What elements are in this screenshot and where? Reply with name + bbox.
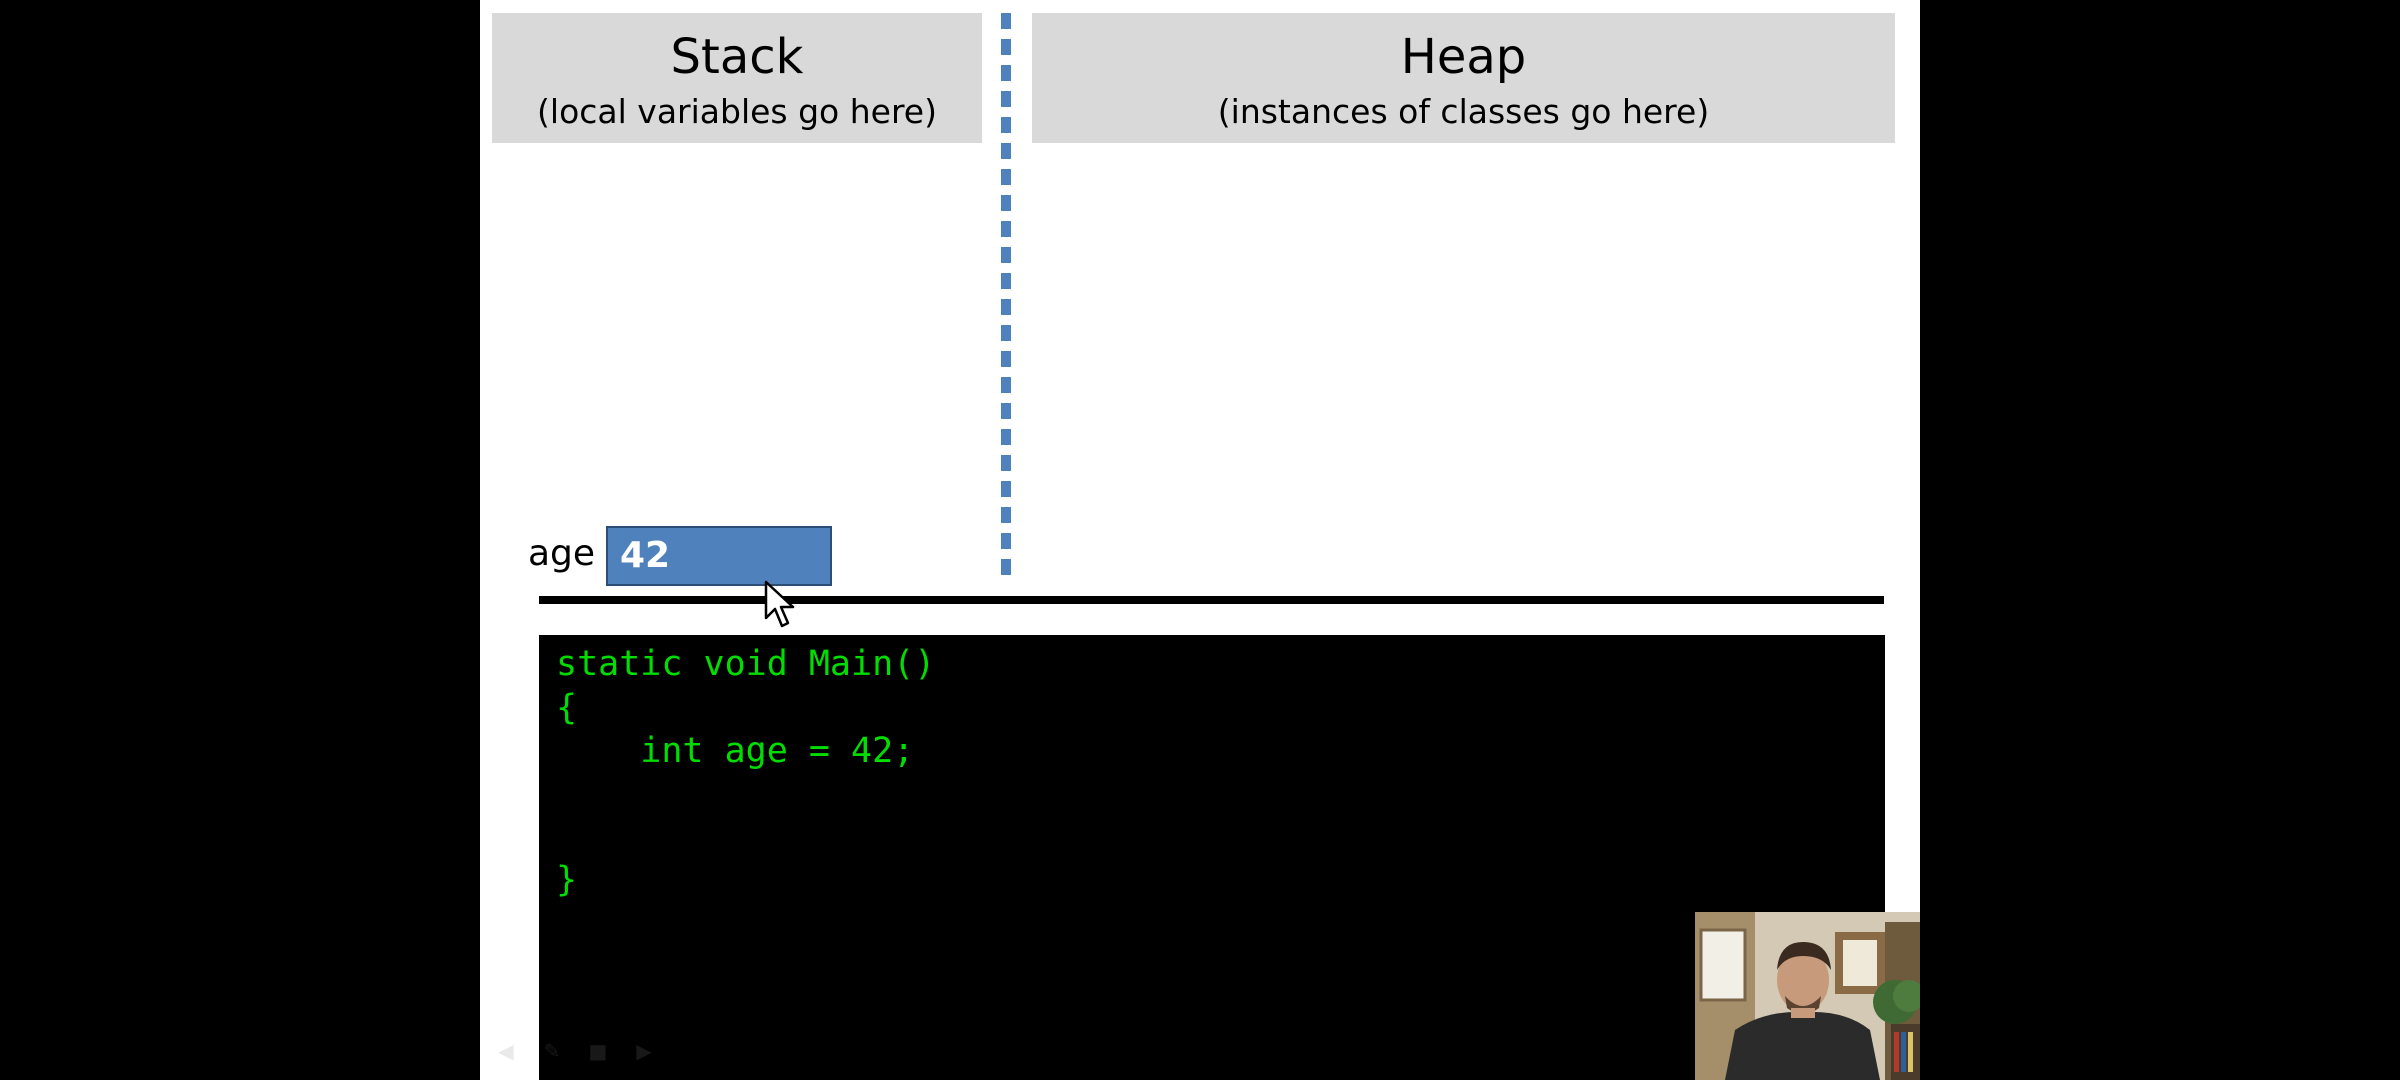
arrow-left-icon[interactable]: ◀	[498, 1039, 514, 1063]
code-line: static void Main()	[556, 644, 936, 684]
stack-subtitle: (local variables go here)	[537, 92, 937, 131]
code-line: }	[556, 860, 578, 900]
slide-nav-controls: ◀ ✎ ■ ▶	[490, 1040, 660, 1062]
variable-name-label: age	[528, 533, 596, 574]
menu-icon[interactable]: ■	[588, 1039, 608, 1063]
stack-header: Stack (local variables go here)	[492, 13, 982, 143]
code-line: {	[556, 688, 578, 728]
presentation-slide: Stack (local variables go here) Heap (in…	[480, 0, 1920, 1080]
variable-value: 42	[620, 535, 671, 576]
stack-baseline	[539, 596, 1884, 604]
stack-heap-divider	[1001, 13, 1011, 585]
presenter-video-image	[1695, 912, 1920, 1080]
stack-title: Stack	[670, 29, 804, 85]
heap-title: Heap	[1400, 29, 1527, 85]
arrow-right-icon[interactable]: ▶	[636, 1039, 652, 1063]
code-line: int age = 42;	[556, 731, 915, 771]
heap-subtitle: (instances of classes go here)	[1217, 92, 1710, 131]
pen-icon[interactable]: ✎	[543, 1039, 561, 1063]
code-panel: static void Main() { int age = 42; }	[539, 635, 1885, 1080]
mouse-pointer-icon	[764, 580, 795, 628]
variable-value-box: 42	[606, 526, 832, 586]
webcam-video-overlay	[1695, 912, 1920, 1080]
heap-header: Heap (instances of classes go here)	[1032, 13, 1895, 143]
